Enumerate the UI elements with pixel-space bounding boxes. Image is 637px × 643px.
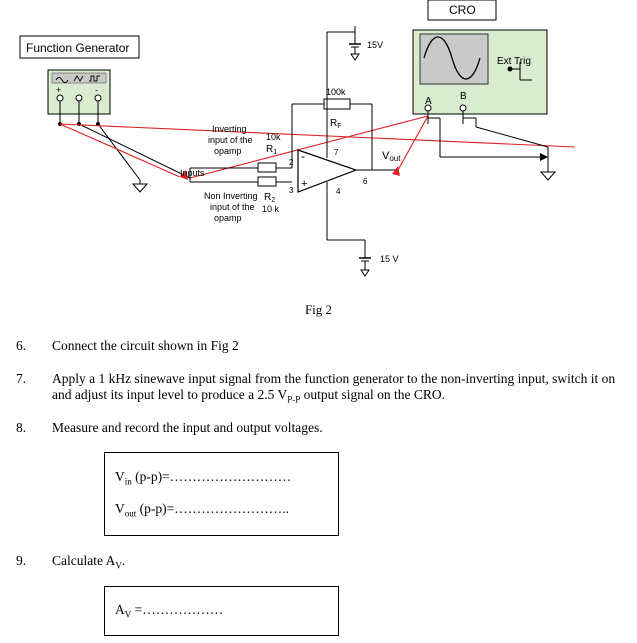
ground-symbol — [131, 180, 149, 193]
resistor-rf — [323, 98, 351, 110]
svg-text:B: B — [460, 91, 467, 102]
svg-text:opamp: opamp — [214, 213, 242, 223]
svg-text:3: 3 — [289, 186, 294, 195]
calculation-box: AV =……………… — [104, 586, 339, 636]
function-generator-label-box — [19, 35, 140, 59]
channel-a-connector — [424, 104, 432, 112]
svg-text:Vout: Vout — [382, 150, 401, 163]
cro-label: CRO — [449, 3, 476, 17]
ground-symbol-cro — [539, 147, 557, 181]
oscilloscope-screen — [419, 33, 489, 85]
svg-text:R1: R1 — [266, 144, 277, 156]
svg-text:input of the: input of the — [208, 135, 253, 145]
battery-top — [349, 26, 361, 61]
svg-text:Ext Trig: Ext Trig — [497, 56, 531, 67]
svg-text:4: 4 — [336, 187, 341, 196]
function-generator: + - — [47, 69, 111, 115]
svg-text:+: + — [56, 85, 61, 95]
svg-text:100k: 100k — [326, 87, 346, 97]
svg-text:-: - — [95, 85, 98, 95]
sine-trace — [423, 36, 481, 80]
svg-text:Non Inverting: Non Inverting — [204, 191, 258, 201]
svg-text:6: 6 — [363, 177, 368, 186]
svg-text:Inverting: Inverting — [212, 124, 247, 134]
op-amp — [297, 149, 358, 193]
svg-text:-: - — [301, 149, 305, 163]
av-field: AV =……………… — [115, 602, 224, 620]
svg-text:RF: RF — [330, 118, 342, 130]
function-generator-label: Function Generator — [26, 41, 129, 55]
svg-text:input of the: input of the — [210, 202, 255, 212]
resistor-r1 — [257, 162, 277, 173]
battery-bottom — [359, 240, 371, 277]
svg-text:15 V: 15 V — [380, 254, 399, 264]
figure-caption: Fig 2 — [304, 302, 333, 317]
svg-text:15V: 15V — [367, 40, 383, 50]
channel-b-connector — [459, 104, 467, 112]
square-wave-icon — [89, 75, 100, 82]
svg-text:10k: 10k — [266, 132, 281, 142]
measurement-box: Vin (p-p)=……………………… Vout (p-p)=…………………….… — [104, 452, 339, 536]
vout-field: Vout (p-p)=…………………….. — [115, 501, 289, 519]
svg-text:+: + — [301, 178, 307, 190]
inputs-label: Inputs — [180, 168, 205, 178]
circuit-diagram: Function Generator + - Inputs 10k R1 R2 … — [19, 0, 576, 277]
triangle-wave-icon — [73, 75, 84, 82]
sine-wave-icon — [55, 77, 69, 83]
svg-text:7: 7 — [334, 148, 339, 157]
svg-text:opamp: opamp — [214, 146, 242, 156]
svg-text:10 k: 10 k — [262, 204, 280, 214]
svg-text:A: A — [425, 96, 432, 107]
cro-label-box — [427, 0, 497, 21]
svg-text:R2: R2 — [264, 192, 275, 204]
vin-field: Vin (p-p)=……………………… — [115, 469, 292, 487]
resistor-r2 — [257, 176, 277, 187]
svg-text:2: 2 — [289, 158, 294, 167]
step-7: 7. Apply a 1 kHz sinewave input signal f… — [16, 371, 616, 405]
